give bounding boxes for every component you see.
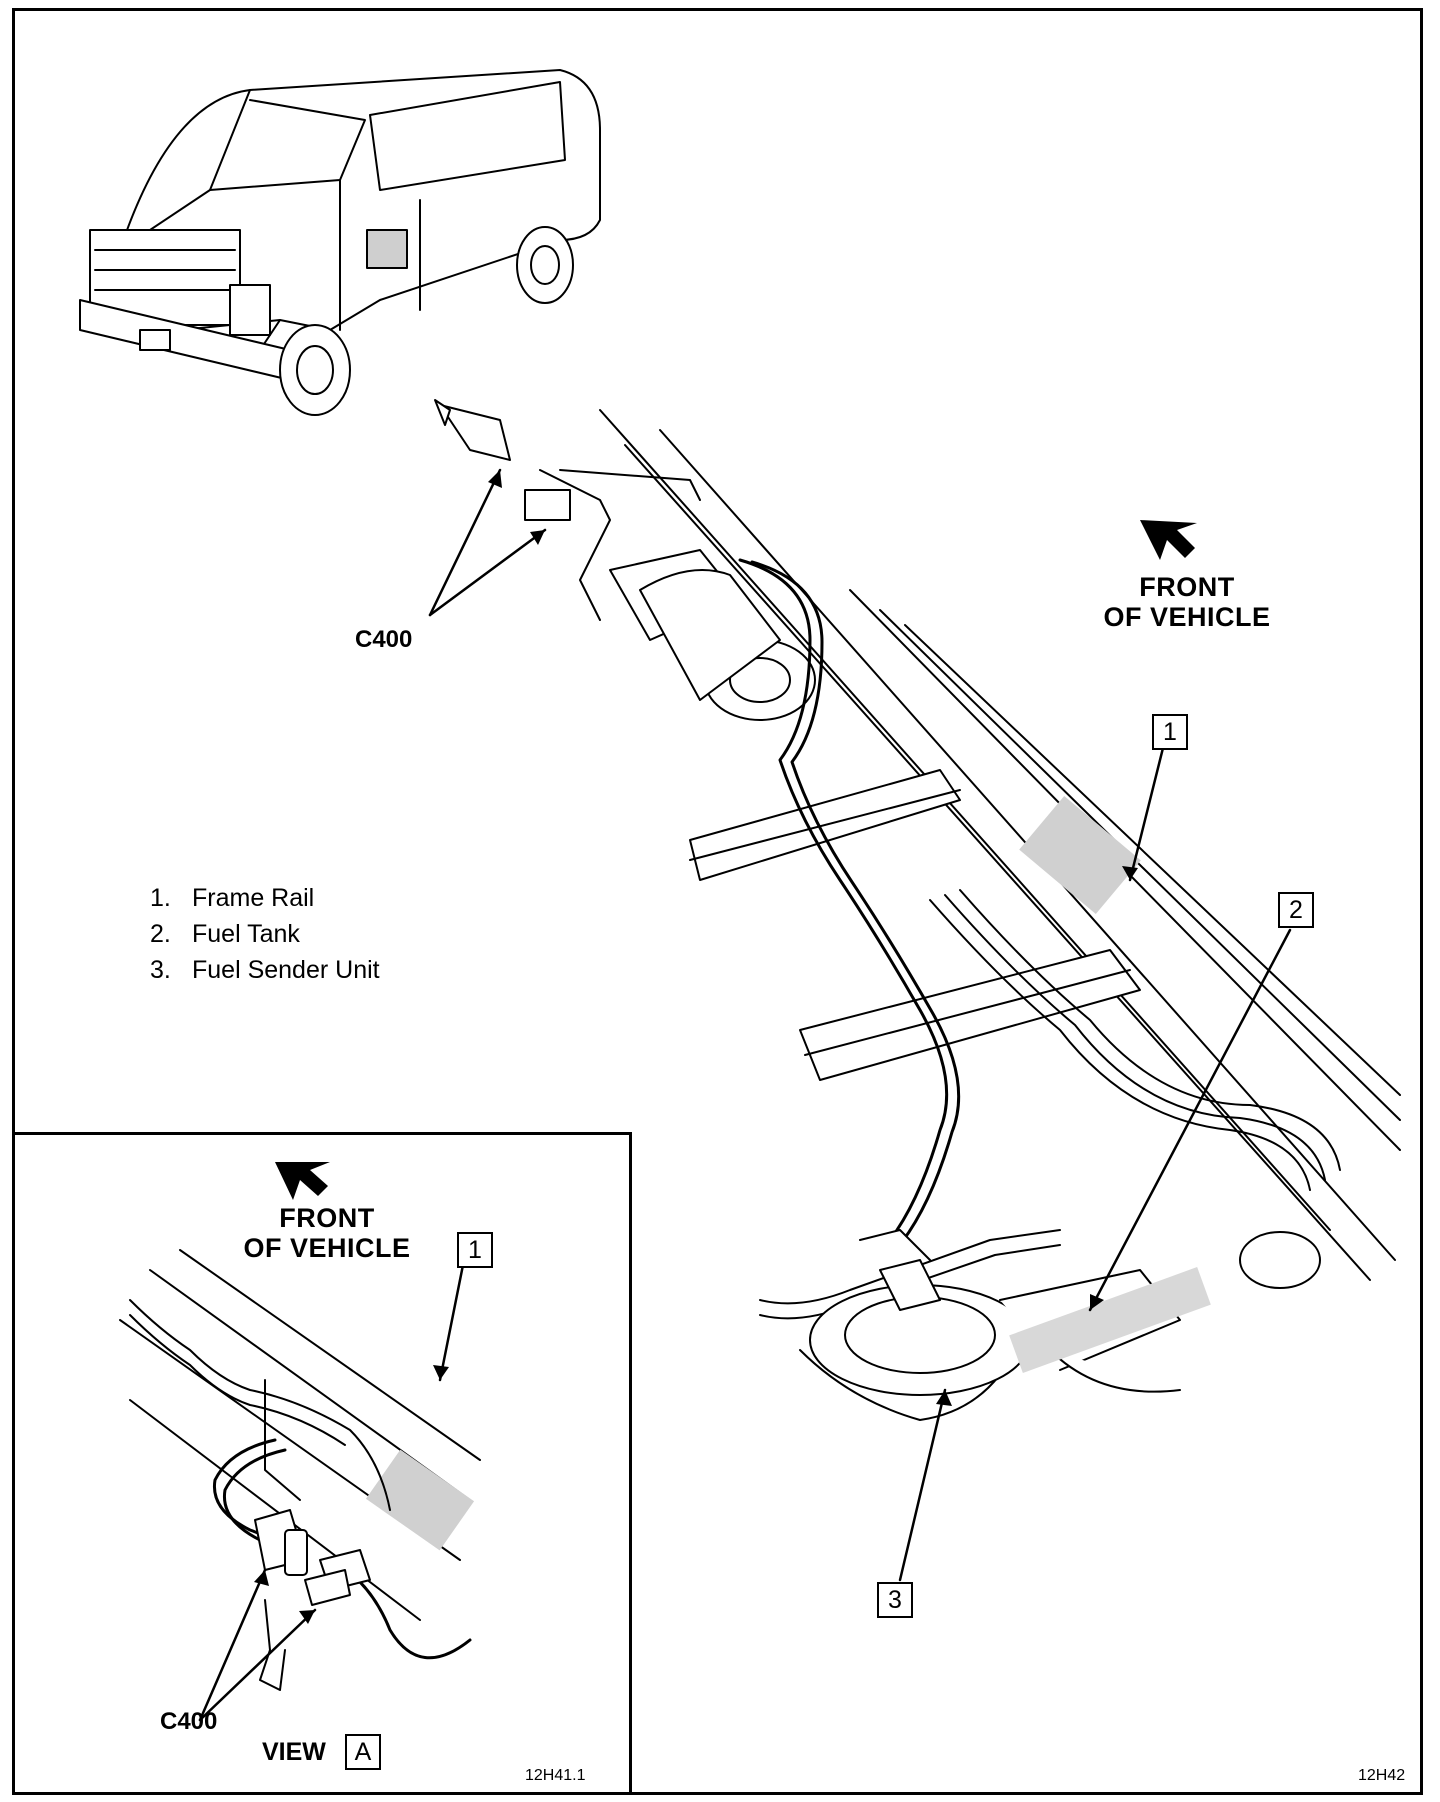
legend-text: Fuel Tank xyxy=(192,920,300,948)
callout-box-3: 3 xyxy=(877,1582,913,1618)
inset-fuel-lines xyxy=(129,1299,391,1511)
callout-box-2: 2 xyxy=(1278,892,1314,928)
front-arrow-icon xyxy=(1140,520,1197,560)
inset-leaders xyxy=(198,1253,467,1722)
fuel-tank xyxy=(799,1267,1211,1421)
cross-members xyxy=(689,769,1141,1081)
fuel-filter-assembly xyxy=(609,549,816,721)
front-of-vehicle-label: FRONT OF VEHICLE xyxy=(1092,572,1282,632)
inset-front-label-line1: FRONT xyxy=(279,1203,375,1233)
callout-box-1: 1 xyxy=(1152,714,1188,750)
legend-item: 1. Frame Rail xyxy=(150,880,380,916)
inset-front-arrow-icon xyxy=(275,1162,330,1200)
inset-c400-connectors xyxy=(254,1509,371,1691)
inset-front-of-vehicle-label: FRONT OF VEHICLE xyxy=(232,1203,422,1263)
legend-num: 1. xyxy=(150,884,171,912)
front-label-line1: FRONT xyxy=(1139,572,1235,602)
legend-text: Fuel Sender Unit xyxy=(192,956,380,984)
van-illustration xyxy=(79,69,601,416)
inset-front-label-line2: OF VEHICLE xyxy=(243,1233,411,1263)
legend-item: 2. Fuel Tank xyxy=(150,916,380,952)
inset-c400-label: C400 xyxy=(160,1708,218,1735)
arrowheads xyxy=(488,470,1138,1406)
front-label-line2: OF VEHICLE xyxy=(1103,602,1271,632)
figure-id: 12H42 xyxy=(1358,1767,1406,1784)
inset-callout-box-1: 1 xyxy=(457,1232,493,1268)
legend-item: 3. Fuel Sender Unit xyxy=(150,952,380,988)
c400-label: C400 xyxy=(355,626,413,653)
legend-text: Frame Rail xyxy=(192,884,315,912)
view-label-text: VIEW xyxy=(262,1738,326,1766)
legend-num: 3. xyxy=(150,956,171,984)
fuel-lines xyxy=(539,469,1341,1320)
c400-connectors-main xyxy=(434,399,571,521)
view-letter-box: A xyxy=(345,1734,381,1770)
callout-leaders xyxy=(428,468,1292,1582)
legend: 1. Frame Rail 2. Fuel Tank 3. Fuel Sender U… xyxy=(150,880,380,988)
inset-figure-id: 12H41.1 xyxy=(525,1767,586,1784)
fuel-sender-unit xyxy=(859,1229,1321,1311)
wire-harness xyxy=(738,558,961,1244)
view-label: VIEW xyxy=(262,1738,326,1767)
frame-rail xyxy=(599,409,1401,1281)
legend-num: 2. xyxy=(150,920,171,948)
